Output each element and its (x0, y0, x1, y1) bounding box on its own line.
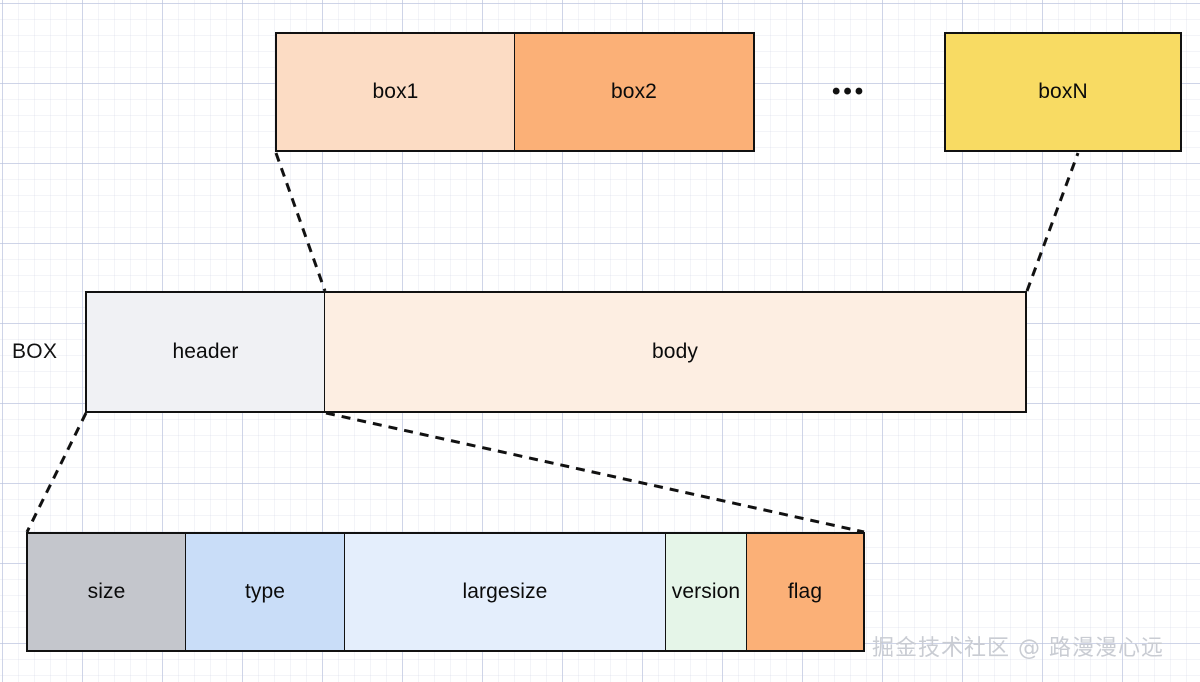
node-box1-label: box1 (372, 79, 419, 103)
connector-boxn-to-body (1025, 152, 1080, 292)
box-row-label: BOX (12, 340, 58, 363)
connector-header-left-to-fields (25, 412, 88, 533)
node-box2[interactable]: box2 (514, 32, 755, 152)
node-boxn-label: boxN (1038, 79, 1088, 103)
field-version-label: version (671, 579, 741, 603)
watermark: 掘金技术社区 @ 路漫漫心远 (872, 636, 1164, 661)
node-box1[interactable]: box1 (275, 32, 515, 152)
node-box2-label: box2 (611, 79, 657, 103)
field-size-label: size (87, 579, 126, 603)
ellipsis-dots: ••• (832, 78, 867, 105)
node-boxn[interactable]: boxN (944, 32, 1182, 152)
field-size[interactable]: size (26, 532, 186, 652)
node-header-label: header (172, 339, 239, 363)
node-body[interactable]: body (324, 291, 1027, 413)
field-largesize[interactable]: largesize (344, 532, 666, 652)
field-version[interactable]: version (665, 532, 747, 652)
node-body-label: body (652, 339, 698, 363)
node-header[interactable]: header (85, 291, 325, 413)
connector-box1-to-header (274, 152, 327, 292)
field-type-label: type (244, 579, 286, 603)
field-flag[interactable]: flag (746, 532, 865, 652)
field-largesize-label: largesize (462, 579, 548, 603)
field-flag-label: flag (787, 579, 823, 603)
field-type[interactable]: type (185, 532, 345, 652)
connector-header-right-to-fields (325, 411, 865, 534)
